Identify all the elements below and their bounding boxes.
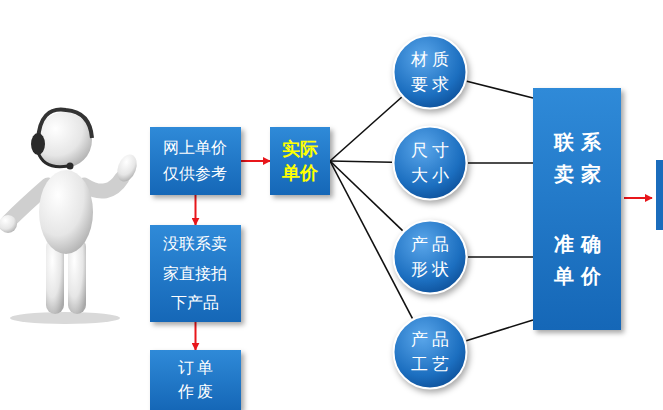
link-line <box>466 320 533 341</box>
circle-shape <box>391 124 469 202</box>
node-text: 订单 作废 <box>174 356 218 404</box>
link-line <box>468 256 533 258</box>
node-text: 没联系卖 家直接拍 下产品 <box>160 229 230 318</box>
node-text: 准确 单价 <box>544 228 611 292</box>
process-box: 网上单价 仅供参考 <box>150 127 241 195</box>
node-text: 联系 卖家 <box>544 126 611 190</box>
link-line <box>468 162 533 164</box>
link-line <box>467 81 533 98</box>
person-figure <box>0 110 140 324</box>
factor-circle: 产品 形状 <box>391 218 469 296</box>
factor-circle: 尺寸 大小 <box>391 124 469 202</box>
node-text: 材质 要求 <box>405 47 454 96</box>
result-box: 联系 卖家准确 单价 <box>533 88 621 330</box>
circle-shape <box>391 218 469 296</box>
node-text: 产品 形状 <box>405 232 454 281</box>
next-step-stub <box>624 160 663 230</box>
flow-arrow <box>195 195 197 225</box>
factor-circle: 材质 要求 <box>391 33 469 111</box>
node-text: 实际 单价 <box>278 137 321 186</box>
process-box: 没联系卖 家直接拍 下产品 <box>150 225 241 322</box>
link-line <box>330 97 402 161</box>
flow-arrow <box>195 322 197 350</box>
factor-circle: 产品 工艺 <box>391 313 469 391</box>
node-text: 产品 工艺 <box>405 327 454 376</box>
process-box: 订单 作废 <box>150 350 241 410</box>
link-line <box>330 161 392 162</box>
circle-shape <box>391 33 469 111</box>
node-text: 尺寸 大小 <box>405 138 454 187</box>
process-box: 实际 单价 <box>270 127 330 195</box>
node-text: 网上单价 仅供参考 <box>160 135 230 186</box>
circle-shape <box>391 313 469 391</box>
link-line <box>330 161 403 231</box>
flow-arrow <box>241 160 270 162</box>
